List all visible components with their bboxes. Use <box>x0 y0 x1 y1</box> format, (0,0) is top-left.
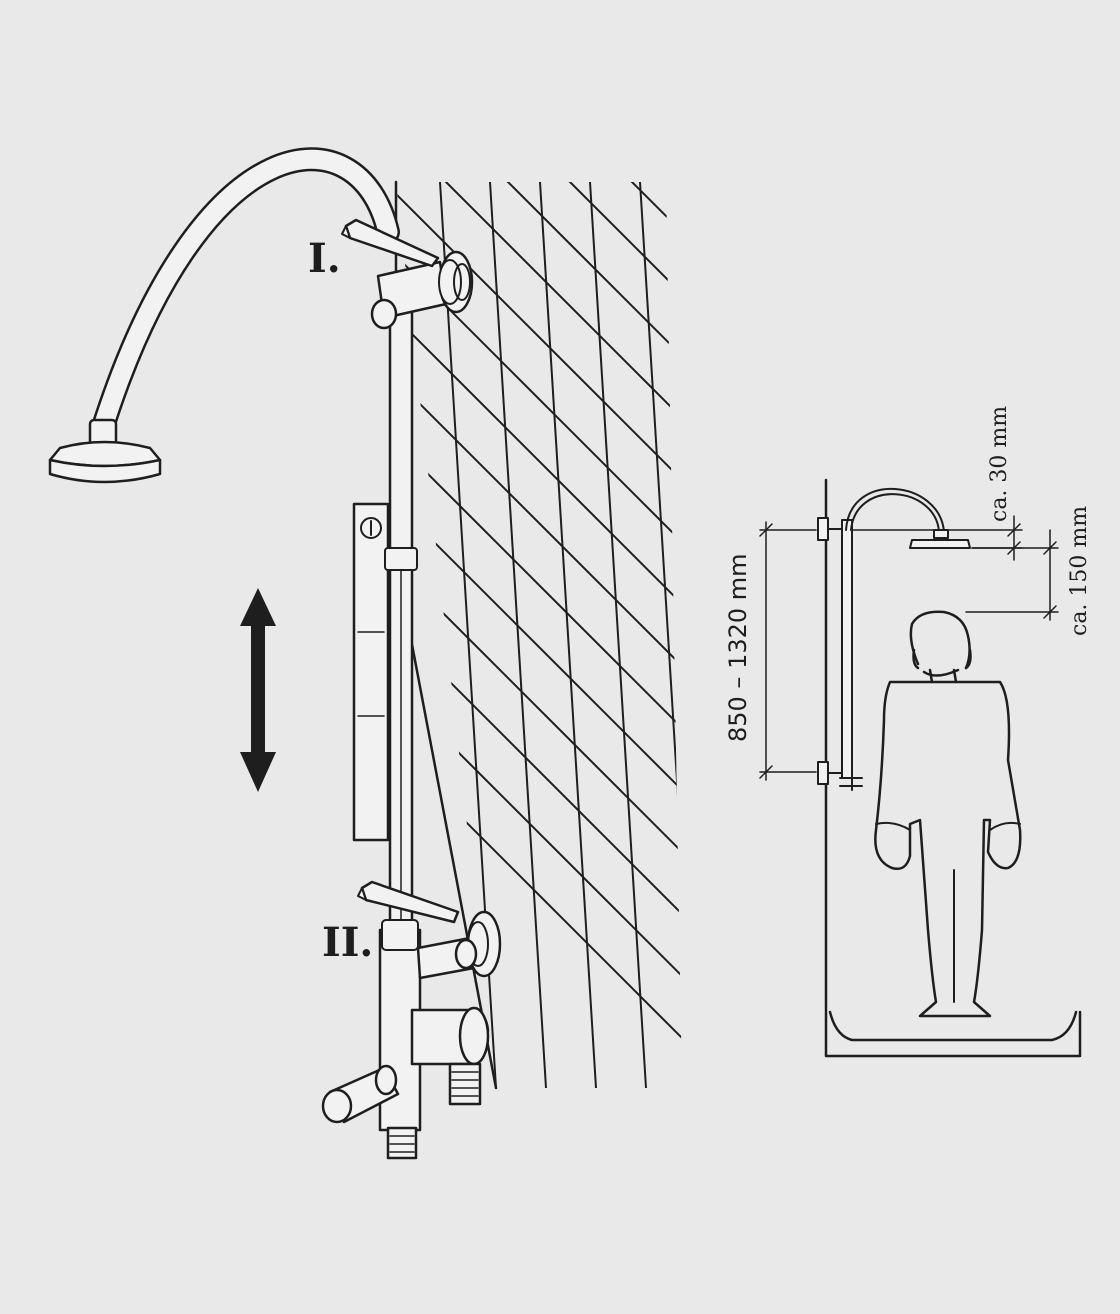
tile-line <box>396 531 682 933</box>
head-clearance-label: ca. 150 mm <box>1067 506 1092 636</box>
mixer-valve <box>321 919 490 1160</box>
upper-wall-bracket <box>370 250 474 330</box>
tile-line <box>396 182 682 437</box>
person-figure <box>874 610 1022 1018</box>
tile-line <box>300 0 700 126</box>
shower-arm <box>90 147 400 442</box>
tile-line <box>396 345 682 747</box>
tile-line <box>396 283 682 685</box>
tile-line <box>539 182 597 1088</box>
tile-line <box>300 0 700 2</box>
tile-line <box>589 182 647 1088</box>
step-two-label: II. <box>322 919 373 966</box>
head-offset-label: ca. 30 mm <box>987 406 1012 522</box>
height-dimension <box>759 521 817 781</box>
tile-line <box>396 182 682 375</box>
double-arrow-vertical-icon <box>240 588 276 792</box>
rain-shower-head <box>48 418 162 484</box>
tile-line <box>396 221 682 623</box>
step-one-label: I. <box>308 235 341 282</box>
tile-line <box>396 469 682 871</box>
head-clearance-dimension <box>965 529 1059 621</box>
tile-line <box>396 182 682 313</box>
head-offset-dimension <box>851 515 1023 561</box>
tile-line <box>396 182 682 251</box>
tile-line <box>639 182 682 1088</box>
tile-line <box>300 0 700 64</box>
lower-wall-bracket <box>416 910 502 980</box>
tile-line <box>396 593 682 995</box>
tile-line <box>396 182 682 561</box>
tile-line <box>489 182 547 1088</box>
hex-key-tool-upper <box>341 218 440 268</box>
tile-line <box>396 182 682 499</box>
tile-line <box>396 407 682 809</box>
tile-line <box>396 182 682 189</box>
mini-shower-column <box>817 487 971 791</box>
spirit-level-icon <box>352 502 390 842</box>
hex-key-tool-lower <box>357 880 460 924</box>
tile-line <box>396 655 682 1057</box>
riser-pipe <box>384 298 418 942</box>
height-range-label: 850 – 1320 mm <box>724 553 752 742</box>
